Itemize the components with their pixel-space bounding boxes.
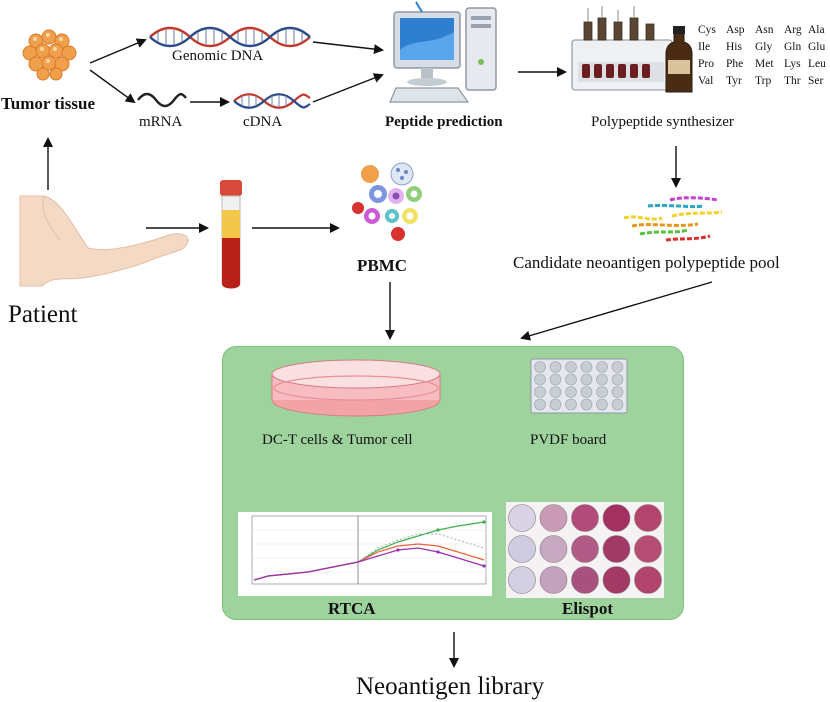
elispot-well <box>571 504 599 532</box>
amino-acid-cell: Gln <box>784 41 802 53</box>
amino-acid-cell: Val <box>698 75 714 87</box>
arrow-pool-to-panel <box>520 281 713 341</box>
arrow-dna-to-prediction <box>312 41 384 55</box>
pvdf-well <box>580 398 593 411</box>
amino-acid-cell: Glu <box>808 41 826 53</box>
pvdf-well <box>565 373 577 386</box>
pvdf-well <box>565 386 577 398</box>
neoantigen-library-label: Neoantigen library <box>356 673 545 700</box>
pvdf-well <box>596 361 608 373</box>
patient-arm-icon <box>19 195 189 287</box>
elispot-well <box>602 535 631 563</box>
pvdf-well <box>534 361 546 373</box>
peptide-chains-icon <box>623 196 723 242</box>
patient-label: Patient <box>8 301 78 328</box>
amino-acid-cell: His <box>726 41 742 53</box>
pvdf-board-label: PVDF board <box>530 432 607 448</box>
petri-dish-icon <box>271 359 441 417</box>
amino-acid-cell: Phe <box>726 58 744 70</box>
computer-icon <box>389 1 497 103</box>
amino-acid-cell: Tyr <box>726 75 742 87</box>
pvdf-well <box>549 361 562 373</box>
cdna-icon <box>233 93 311 109</box>
amino-acid-cell: Thr <box>784 75 801 87</box>
elispot-plate-icon <box>506 502 664 598</box>
pvdf-well <box>611 373 624 386</box>
pbmc-label: PBMC <box>357 256 408 275</box>
pvdf-well <box>534 373 546 386</box>
peptide-prediction-label: Peptide prediction <box>385 114 503 130</box>
pvdf-well <box>580 373 593 386</box>
cdna-label: cDNA <box>243 114 283 130</box>
elispot-well <box>634 504 662 532</box>
genomic-dna-icon <box>149 26 311 48</box>
elispot-well <box>634 566 662 594</box>
elispot-well <box>508 535 536 563</box>
pvdf-well <box>580 386 593 398</box>
amino-acid-cell: Ala <box>808 24 825 36</box>
pvdf-well <box>549 373 562 386</box>
genomic-dna-label: Genomic DNA <box>172 48 264 64</box>
pvdf-well <box>534 386 546 398</box>
pvdf-well <box>549 386 562 398</box>
pvdf-well <box>596 373 608 386</box>
synthesizer-label: Polypeptide synthesizer <box>591 114 734 130</box>
amino-acid-cell: Arg <box>784 24 802 36</box>
pvdf-well <box>549 398 562 411</box>
elispot-well <box>508 504 536 532</box>
amino-acid-cell: Trp <box>755 75 772 87</box>
tumor-tissue-label: Tumor tissue <box>1 94 95 113</box>
pvdf-board-icon <box>530 358 628 414</box>
amino-acid-cell: Asp <box>726 24 745 36</box>
pbmc-cells-icon <box>352 162 422 241</box>
elispot-well <box>539 504 568 532</box>
blood-tube-icon <box>220 180 242 289</box>
elispot-well <box>539 535 568 563</box>
amino-acid-cell: Ser <box>808 75 824 87</box>
pvdf-well <box>596 398 608 411</box>
amino-acid-cell: Pro <box>698 58 714 70</box>
mrna-label: mRNA <box>139 114 183 130</box>
mrna-icon <box>137 92 187 108</box>
amino-acid-cell: Asn <box>755 24 774 36</box>
amino-acid-cell: Met <box>755 58 774 70</box>
elispot-well <box>571 566 599 594</box>
elispot-well <box>602 504 631 532</box>
rtca-chart <box>238 512 492 596</box>
pvdf-well <box>565 398 577 411</box>
amino-acid-cell: Gly <box>755 41 773 53</box>
pvdf-well <box>611 361 624 373</box>
elispot-well <box>571 535 599 563</box>
candidate-pool-label: Candidate neoantigen polypeptide pool <box>513 253 780 272</box>
dc-t-cells-label: DC-T cells & Tumor cell <box>262 432 413 448</box>
amino-acid-cell: Leu <box>808 58 826 70</box>
elispot-label: Elispot <box>562 599 614 618</box>
pvdf-well <box>534 398 546 411</box>
pvdf-well <box>611 386 624 398</box>
arrow-tumor-to-dna <box>89 38 147 64</box>
amino-acid-cell: Ile <box>698 41 711 53</box>
elispot-well <box>602 566 631 594</box>
tumor-cells-icon <box>22 29 77 81</box>
amino-acid-cell: Cys <box>698 24 716 36</box>
elispot-well <box>539 566 568 594</box>
arrow-tumor-to-mrna <box>89 69 136 104</box>
pvdf-well <box>565 361 577 373</box>
elispot-well <box>508 566 536 594</box>
pvdf-well <box>611 398 624 411</box>
pvdf-well <box>596 386 608 398</box>
arrow-cdna-to-prediction <box>312 73 384 103</box>
elispot-well <box>634 535 662 563</box>
amino-acid-cell: Lys <box>784 58 801 70</box>
pvdf-well <box>580 361 593 373</box>
synthesizer-icon <box>571 6 693 93</box>
rtca-label: RTCA <box>328 599 376 618</box>
